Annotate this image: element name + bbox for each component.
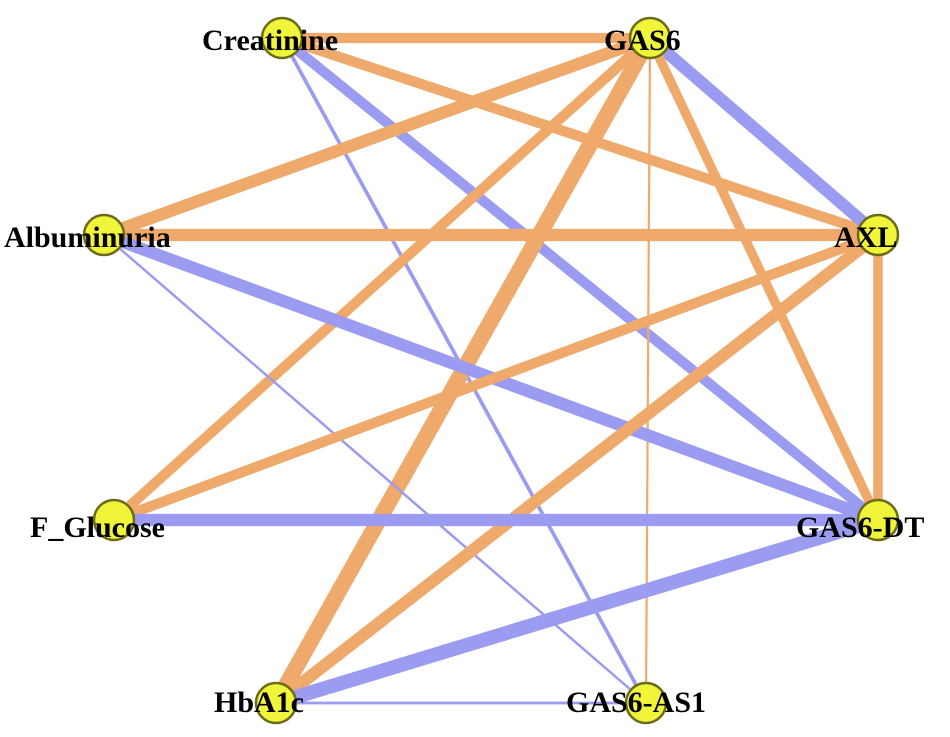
node-label-gas6: GAS6 (604, 24, 681, 57)
node-layer (82, 16, 900, 725)
node-creatinine[interactable] (260, 16, 304, 60)
node-hba1c[interactable] (254, 681, 298, 725)
node-gas6[interactable] (628, 16, 672, 60)
node-label-axl: AXL (834, 221, 897, 254)
node-axl[interactable] (856, 213, 900, 257)
edge-creatinine-gas6_dt (278, 33, 882, 525)
edge-gas6-f_glucose (110, 34, 654, 524)
node-label-hba1c: HbA1c (214, 686, 304, 719)
edge-axl-hba1c (272, 230, 882, 708)
edge-gas6-gas6_as1 (644, 37, 652, 704)
node-f_glucose[interactable] (92, 498, 136, 542)
node-gas6_dt[interactable] (856, 498, 900, 542)
edge-gas6-albuminuria (101, 32, 653, 241)
edge-gas6-axl (645, 33, 883, 240)
node-label-creatinine: Creatinine (202, 24, 338, 57)
node-label-gas6_as1: GAS6-AS1 (566, 686, 706, 719)
node-gas6_as1[interactable] (624, 681, 668, 725)
node-albuminuria[interactable] (82, 213, 126, 257)
edge-creatinine-axl (280, 33, 880, 240)
node-label-albuminuria: Albuminuria (4, 221, 171, 254)
edge-layer (101, 32, 883, 710)
edge-gas6_dt-hba1c (273, 513, 881, 710)
node-label-f_glucose: F_Glucose (30, 511, 165, 544)
node-label-gas6_dt: GAS6-DT (796, 511, 924, 544)
edge-axl-f_glucose (112, 230, 880, 525)
